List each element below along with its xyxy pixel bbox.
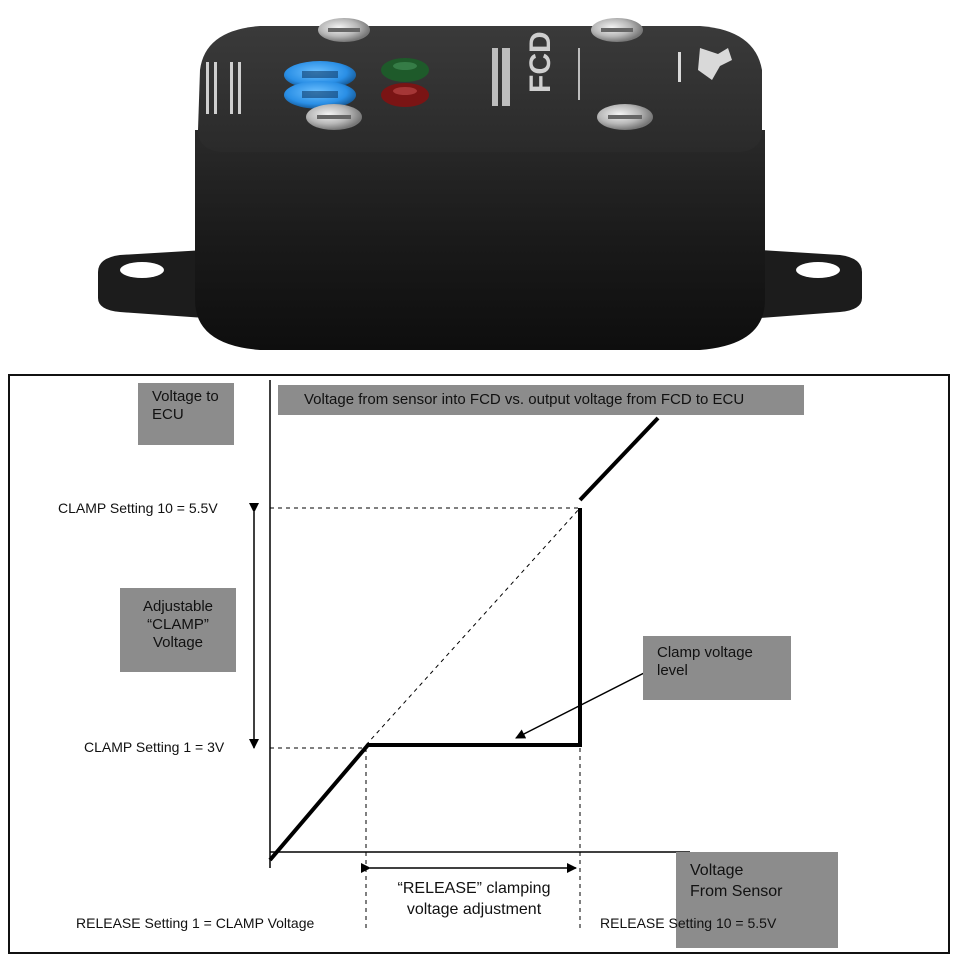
x-axis-label-line1: Voltage: [690, 862, 744, 879]
release-adjust-line1: “RELEASE” clamping: [397, 880, 551, 897]
release-adjust-label: “RELEASE” clamping voltage adjustment: [372, 878, 576, 920]
mounting-flange-left: [98, 250, 205, 318]
release-high-label: RELEASE Setting 10 = 5.5V: [600, 915, 777, 931]
clamp-adjust-knob: [284, 61, 356, 89]
mounting-flange-right: [760, 250, 862, 318]
x-axis-label-line2: From Sensor: [690, 883, 783, 900]
adjustable-label-line3: Voltage: [152, 634, 204, 651]
screw-bottom-right: [597, 104, 653, 130]
x-axis-label-box: Voltage From Sensor: [676, 852, 838, 948]
y-axis-label-box: Voltage to ECU: [138, 383, 234, 445]
clamp-level-box: Clamp voltage level: [643, 636, 791, 700]
release-adjust-knob: [284, 81, 356, 109]
clamp-low-label: CLAMP Setting 1 = 3V: [84, 739, 225, 755]
brand-mark-icon: [678, 48, 732, 82]
screw-bottom-left: [306, 104, 362, 130]
fcd-device-photo: FCD: [98, 18, 862, 350]
screw-top-right: [591, 18, 643, 42]
adjustable-clamp-box: Adjustable “CLAMP” Voltage: [120, 588, 236, 672]
y-axis-label-line2: ECU: [152, 406, 184, 423]
adjustable-label-line1: Adjustable: [142, 598, 214, 615]
diagram-title-box: Voltage from sensor into FCD vs. output …: [278, 385, 804, 415]
screw-top-left: [318, 18, 370, 42]
housing-top: [198, 26, 762, 152]
clamp-level-line1: Clamp voltage: [657, 644, 753, 661]
adjustable-label-line2: “CLAMP”: [147, 616, 209, 633]
release-low-label: RELEASE Setting 1 = CLAMP Voltage: [76, 915, 315, 931]
svg-text:FCD: FCD: [524, 31, 557, 93]
housing-body: [195, 130, 765, 350]
clamp-level-line2: level: [657, 662, 688, 679]
side-label-text: [206, 62, 241, 114]
diagram-title: Voltage from sensor into FCD vs. output …: [304, 391, 745, 408]
fcd-logo: FCD: [492, 31, 580, 106]
release-adjust-line2: voltage adjustment: [406, 901, 542, 918]
clamp-high-label: CLAMP Setting 10 = 5.5V: [58, 500, 218, 516]
y-axis-label-line1: Voltage to: [152, 388, 219, 405]
